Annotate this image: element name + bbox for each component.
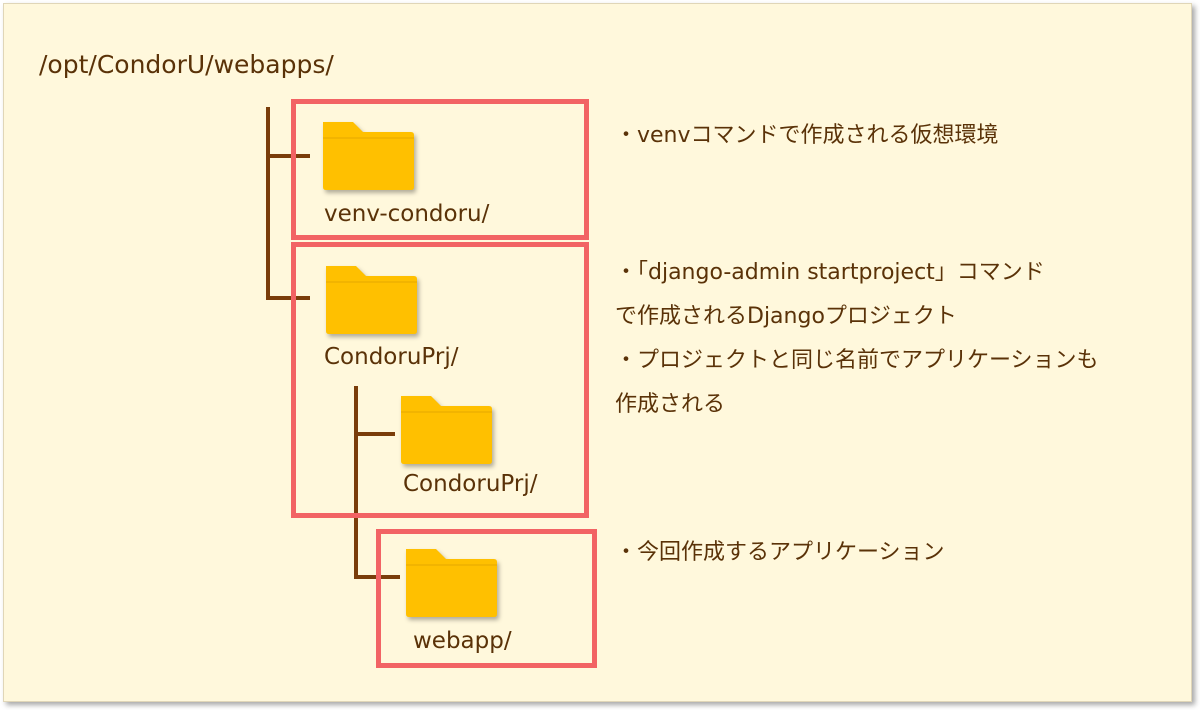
venv-highlight-box (291, 99, 589, 240)
note-line: ・プロジェクトと同じ名前でアプリケーションも (615, 348, 1099, 373)
note-line: ・「django-admin startproject」コマンド (615, 260, 1045, 285)
app-highlight-box (376, 529, 597, 668)
folder-icon (402, 545, 498, 617)
note-line: ・今回作成するアプリケーション (615, 540, 945, 565)
folder-label-venv: venv-condoru/ (324, 201, 490, 227)
root-path-label: /opt/CondorU/webapps/ (39, 50, 334, 79)
tree-branch-project (266, 296, 310, 300)
note-project: ・「django-admin startproject」コマンド で作成されるD… (615, 251, 1099, 427)
note-app: ・今回作成するアプリケーション (615, 531, 945, 575)
folder-icon (322, 262, 418, 334)
project-highlight-box (291, 242, 589, 518)
note-line: 作成される (615, 392, 726, 417)
folder-label-project: CondoruPrj/ (324, 344, 459, 370)
diagram-canvas: /opt/CondorU/webapps/ venv-condoru/ Cond… (3, 3, 1192, 702)
tree-line-project (354, 386, 358, 579)
folder-icon (397, 392, 493, 464)
folder-icon (319, 118, 415, 190)
folder-label-app: webapp/ (413, 628, 512, 654)
note-line: で作成されるDjangoプロジェクト (615, 304, 957, 329)
tree-branch-project-inner (354, 432, 395, 436)
folder-label-project-inner: CondoruPrj/ (403, 471, 538, 497)
note-line: ・venvコマンドで作成される仮想環境 (615, 123, 999, 148)
note-venv: ・venvコマンドで作成される仮想環境 (615, 114, 999, 158)
tree-line-main (266, 107, 270, 300)
tree-branch-venv (266, 154, 310, 158)
